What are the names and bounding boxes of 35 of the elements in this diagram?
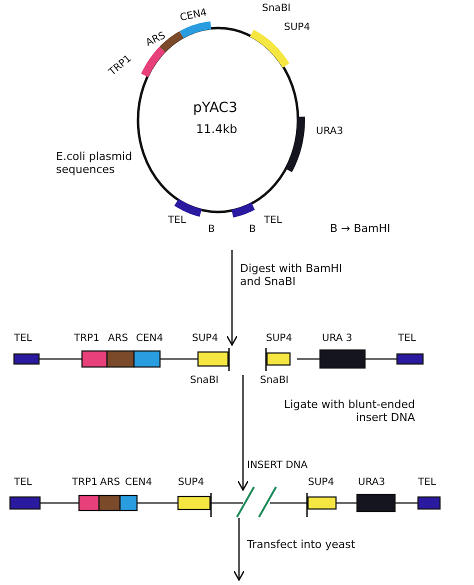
gene-label: CEN4 [125,477,152,489]
gene-label: SnaBI [260,375,289,387]
arrow [237,375,249,491]
gene-label: TEL [418,477,436,489]
gene-label: SUP4 [178,477,204,489]
plasmid-name-text: pYAC3 [193,100,238,117]
gene-label: SnaBI [190,375,219,387]
gene-label: SUP4 [266,333,292,345]
gene-label: URA3 [358,477,386,489]
gene-label: CEN4 [136,333,164,345]
gene-label: CEN4 [179,7,208,25]
gene-label: TEL [398,333,416,345]
gene-label: ARS [100,477,120,489]
gene-label: TEL [14,477,32,489]
gene-label: URA 3 [322,333,352,345]
gene-label: SUP4 [284,22,310,34]
gene-label: SUP4 [308,477,334,489]
gene-label: ARS [108,333,128,345]
gene-label: B [208,224,215,236]
gene-label: TRP1 [74,333,100,345]
insert-label: INSERT DNA [247,460,308,472]
gene-label: TEL [14,333,32,345]
gene-label: ARS [144,30,168,50]
gene-label: SUP4 [192,333,218,345]
note-text: E.coli plasmid sequences [56,150,134,176]
gene-label: SnaBI [262,3,291,15]
gene-label: TEL [168,215,186,227]
legend-note: B → BamHI [330,222,390,236]
arrow [233,518,245,581]
gene-label: TRP1 [72,477,98,489]
plasmid-size-text: 11.4kb [196,122,238,136]
gene-label: URA3 [316,126,344,138]
gene-label: TEL [264,215,282,227]
gene-label: B [249,224,256,236]
arrow [226,250,238,346]
